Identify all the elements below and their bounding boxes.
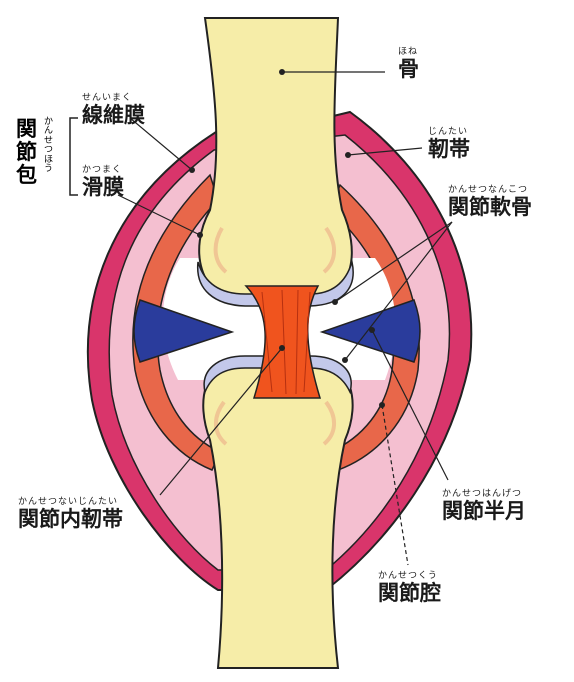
capsule-bracket [70,118,78,195]
label-joint-capsule: 関節包 [16,118,38,187]
label-bone: ほね 骨 [398,48,419,80]
label-joint-cavity: かんせつくう 関節腔 [378,572,441,604]
label-synovial-membrane: かつまく 滑膜 [82,166,124,198]
upper-bone-shape [199,18,352,302]
label-ligament: じんたい 靭帯 [428,128,470,160]
label-fibrous-membrane: せんいまく 線維膜 [82,94,145,126]
label-intra-articular-ligament: かんせつないじんたい 関節内靭帯 [18,498,123,530]
label-meniscus: かんせつはんげつ 関節半月 [442,490,526,522]
label-joint-capsule-ruby: かんせつほう [44,118,54,175]
label-articular-cartilage: かんせつなんこつ 関節軟骨 [448,186,532,218]
